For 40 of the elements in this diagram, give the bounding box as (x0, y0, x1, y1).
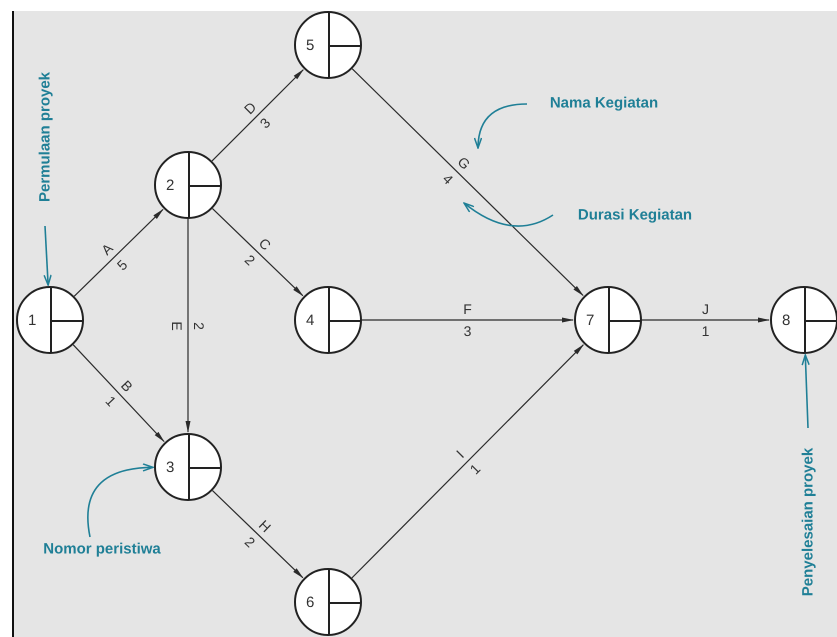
leader-arrow (463, 202, 554, 227)
activity-arrow (352, 68, 584, 296)
activity-arrow (74, 208, 164, 297)
leader-arrow (474, 103, 528, 149)
duration-label: 1 (468, 461, 484, 477)
activity-letter: B (118, 377, 135, 394)
duration-label: 2 (242, 534, 258, 550)
leader-arrow (87, 464, 154, 538)
duration-label: 5 (114, 257, 130, 273)
activity-arrow (212, 208, 304, 296)
activity-letter: H (256, 518, 274, 535)
activity-arrow (362, 318, 574, 322)
duration-label: 2 (192, 322, 206, 330)
duration-label: 3 (464, 324, 472, 338)
activity-letter: E (170, 320, 184, 330)
duration-label: 3 (258, 115, 274, 131)
activity-arrow (212, 490, 304, 578)
activity-letter: D (241, 99, 258, 116)
annotation-text: Durasi Kegiatan (578, 206, 692, 224)
duration-label: 1 (702, 324, 710, 338)
activity-letter: I (454, 447, 466, 460)
annotation-text: Nomor peristiwa (43, 540, 161, 558)
activity-letter: A (98, 241, 115, 258)
duration-label: 4 (440, 170, 456, 186)
annotation-text: Penyelesaian proyek (800, 448, 816, 596)
activity-arrow (186, 219, 190, 433)
activity-letter: G (455, 154, 473, 172)
duration-label: 1 (102, 393, 118, 408)
annotation-text: Permulaan proyek (36, 72, 54, 202)
leader-arrow (801, 354, 810, 428)
activity-letter: F (463, 302, 472, 316)
activity-arrow (72, 344, 165, 442)
activity-letter: C (256, 236, 274, 253)
activity-arrow (212, 69, 304, 162)
activity-arrow (642, 318, 770, 322)
leader-arrow (43, 226, 52, 286)
activity-arrow (352, 344, 584, 578)
activity-letter: J (702, 302, 709, 316)
duration-label: 2 (242, 252, 258, 268)
annotation-text: Nama Kegiatan (550, 94, 658, 112)
